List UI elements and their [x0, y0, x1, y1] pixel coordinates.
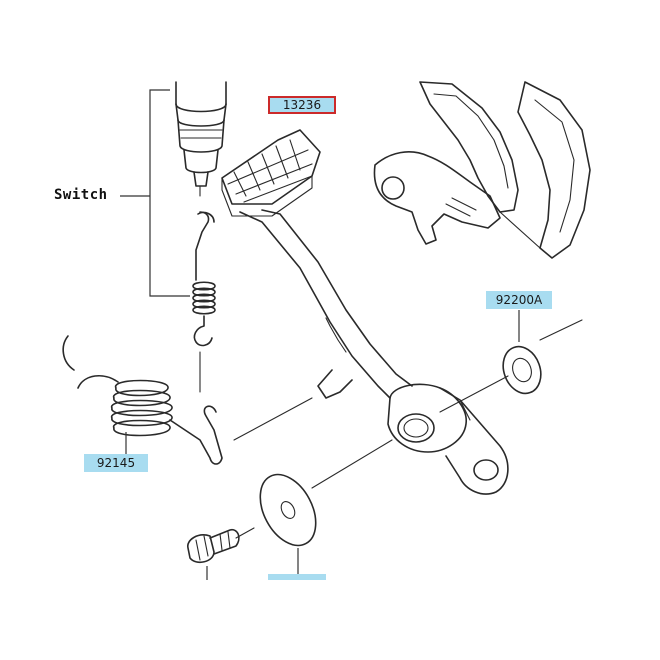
part-number-label-partial[interactable]: [268, 574, 326, 580]
part-number-spring[interactable]: 92145: [84, 454, 148, 472]
part-number-brake-pedal[interactable]: 13236: [268, 96, 336, 114]
pivot-bolt: [187, 527, 255, 580]
switch-leader: [120, 89, 190, 297]
pivot-washer: [259, 439, 393, 547]
brake-pedal: [221, 129, 509, 495]
switch-spring: [192, 211, 216, 393]
frame-bracket: [373, 81, 591, 341]
return-spring: [62, 335, 313, 465]
switch-label: Switch: [54, 187, 108, 203]
brake-switch: [175, 81, 227, 197]
washer-92200a: [439, 310, 542, 413]
part-number-washer[interactable]: 92200A: [486, 291, 552, 309]
